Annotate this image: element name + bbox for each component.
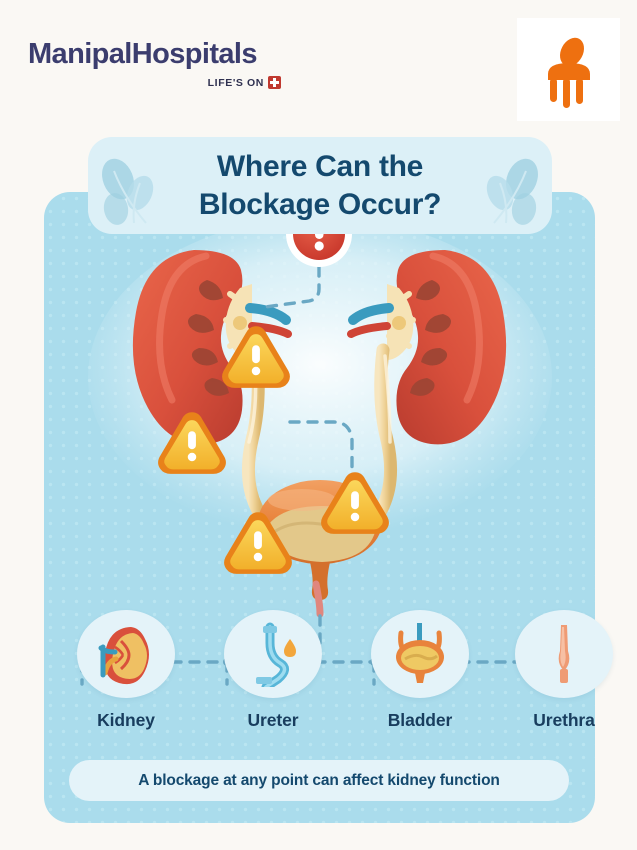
organ-icon-row: Kidney Ureter xyxy=(44,610,613,740)
title-banner: Where Can the Blockage Occur? xyxy=(88,137,552,234)
footer-banner: A blockage at any point can affect kidne… xyxy=(69,760,569,801)
organ-label: Bladder xyxy=(387,710,453,730)
kidney-icon xyxy=(77,610,175,698)
brand-name: ManipalHospitals xyxy=(28,38,257,70)
brand-logo: ManipalHospitals LIFE'S ON xyxy=(28,40,328,89)
page-title: Where Can the Blockage Occur? xyxy=(198,148,442,222)
leaf-decoration-icon xyxy=(94,153,164,233)
warning-triangle-icon xyxy=(158,412,226,474)
organ-item-bladder[interactable]: Bladder xyxy=(364,610,476,731)
urethra-icon xyxy=(515,610,613,698)
manipal-m-logo-icon xyxy=(517,18,620,121)
organ-item-kidney[interactable]: Kidney xyxy=(70,610,182,731)
footer-message: A blockage at any point can affect kidne… xyxy=(138,771,500,789)
warning-triangle-icon xyxy=(224,512,292,574)
bladder-icon xyxy=(371,610,469,698)
organ-item-ureter[interactable]: Ureter xyxy=(217,610,329,731)
organ-item-urethra[interactable]: Urethra xyxy=(508,610,620,731)
organ-label: Ureter xyxy=(247,710,299,730)
red-cross-icon xyxy=(268,76,281,89)
organ-label: Kidney xyxy=(97,710,155,730)
right-kidney-illustration xyxy=(347,250,507,445)
warning-triangle-icon xyxy=(222,326,290,388)
brand-tagline-group: LIFE'S ON xyxy=(28,76,281,89)
title-line-2: Blockage Occur? xyxy=(198,187,442,221)
title-line-1: Where Can the xyxy=(216,150,424,184)
warning-triangle-icon xyxy=(321,472,389,534)
leaf-decoration-icon xyxy=(476,153,546,233)
organ-label: Urethra xyxy=(533,710,595,730)
ureter-icon xyxy=(224,610,322,698)
brand-tagline: LIFE'S ON xyxy=(207,76,264,89)
